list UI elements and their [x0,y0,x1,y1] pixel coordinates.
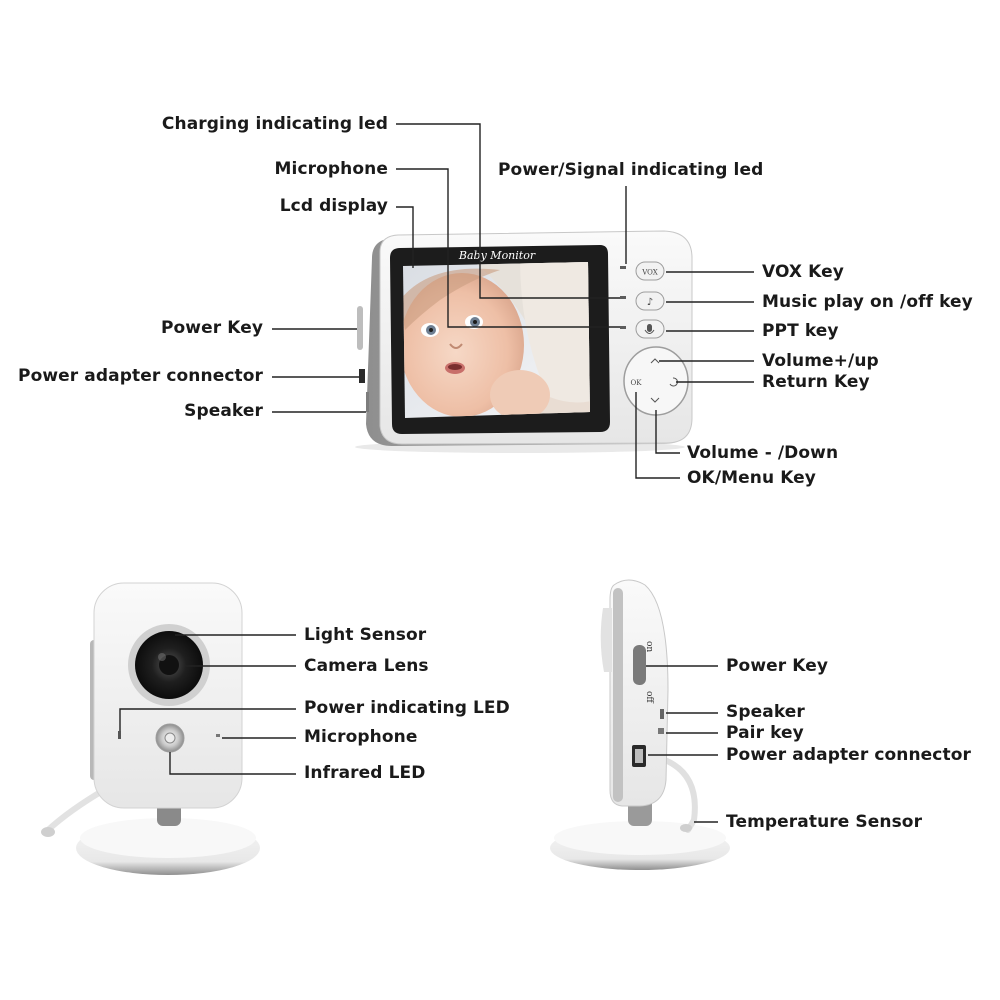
label-temperature-sensor: Temperature Sensor [726,812,923,832]
label-camera-lens: Camera Lens [304,656,429,676]
label-camera-microphone: Microphone [304,727,418,747]
svg-text:on: on [644,641,654,652]
side-sensor-cable [662,757,698,833]
label-side-speaker: Speaker [726,702,805,722]
parent-monitor: Baby Monitor VOX ♪ OK [355,230,693,453]
navigation-pad: OK [623,346,689,416]
lcd-display: Baby Monitor [403,249,590,418]
label-pair-key: Pair key [726,723,804,743]
down-arrow-icon [650,397,660,403]
label-power-indicating-led: Power indicating LED [304,698,510,718]
label-side-power-key: Power Key [726,656,829,676]
label-ok-menu-key: OK/Menu Key [687,468,816,488]
monitor-speaker [366,392,369,412]
side-speaker [660,709,664,719]
music-button: ♪ [635,291,665,311]
return-arrow-icon [669,377,678,387]
label-side-power-adapter: Power adapter connector [726,745,971,765]
screen-brand-text: Baby Monitor [458,249,536,262]
camera-front-view [41,582,260,875]
power-indicating-led [118,731,121,739]
label-lcd-display: Lcd display [279,196,388,216]
power-signal-led [620,266,626,269]
label-infrared-led: Infrared LED [304,763,426,783]
label-volume-down: Volume - /Down [687,443,839,463]
mic-icon [647,324,652,332]
monitor-power-key [357,306,363,350]
side-power-switch [633,645,646,685]
label-monitor-power-key: Power Key [160,318,263,338]
side-camera-body [609,579,669,807]
ok-button: OK [631,379,643,387]
charging-led [620,296,626,299]
camera-side-leader-lines [646,665,718,823]
vox-button: VOX [635,261,665,281]
svg-text:VOX: VOX [641,269,658,277]
label-volume-up: Volume+/up [762,351,879,371]
up-arrow-icon [650,358,660,364]
temperature-sensor [680,824,692,832]
label-light-sensor: Light Sensor [304,625,427,645]
pair-key [658,728,664,734]
label-charging-led: Charging indicating led [161,114,388,134]
monitor-leader-lines [272,123,754,479]
label-power-signal-led: Power/Signal indicating led [498,160,764,180]
camera-front-leader-lines [119,634,296,775]
label-monitor-speaker: Speaker [184,401,263,421]
camera-microphone [216,734,220,737]
label-monitor-microphone: Microphone [274,159,388,179]
microphone-hole [620,326,626,329]
camera-sensor-cable [45,787,107,833]
label-vox-key: VOX Key [762,262,844,282]
music-note-icon: ♪ [647,297,653,308]
label-ppt-key: PPT key [762,321,839,341]
camera-side-view: on off [550,579,730,870]
label-monitor-power-adapter: Power adapter connector [18,366,263,386]
label-music-key: Music play on /off key [762,292,973,312]
monitor-power-port [359,369,365,383]
ppt-button [635,319,665,339]
svg-text:off: off [644,691,654,703]
label-return-key: Return Key [762,372,870,392]
